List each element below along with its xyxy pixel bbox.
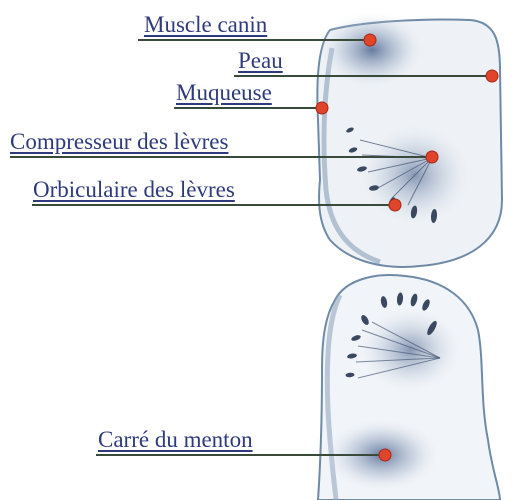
label-peau: Peau [238,48,283,74]
marker-muscle-canin [364,34,376,46]
label-muscle-canin: Muscle canin [144,12,267,38]
marker-compresseur [426,151,438,163]
marker-carre-menton [379,449,391,461]
lower-muscle-shading [355,305,465,395]
label-orbiculaire-des-levres: Orbiculaire des lèvres [33,177,235,203]
label-compresseur-des-levres: Compresseur des lèvres [10,129,228,155]
marker-peau [486,70,498,82]
label-carre-du-menton: Carré du menton [98,427,253,453]
label-muqueuse: Muqueuse [176,80,272,106]
marker-orbiculaire [389,199,401,211]
marker-muqueuse [316,102,328,114]
upper-muscle-blotch [317,10,427,90]
